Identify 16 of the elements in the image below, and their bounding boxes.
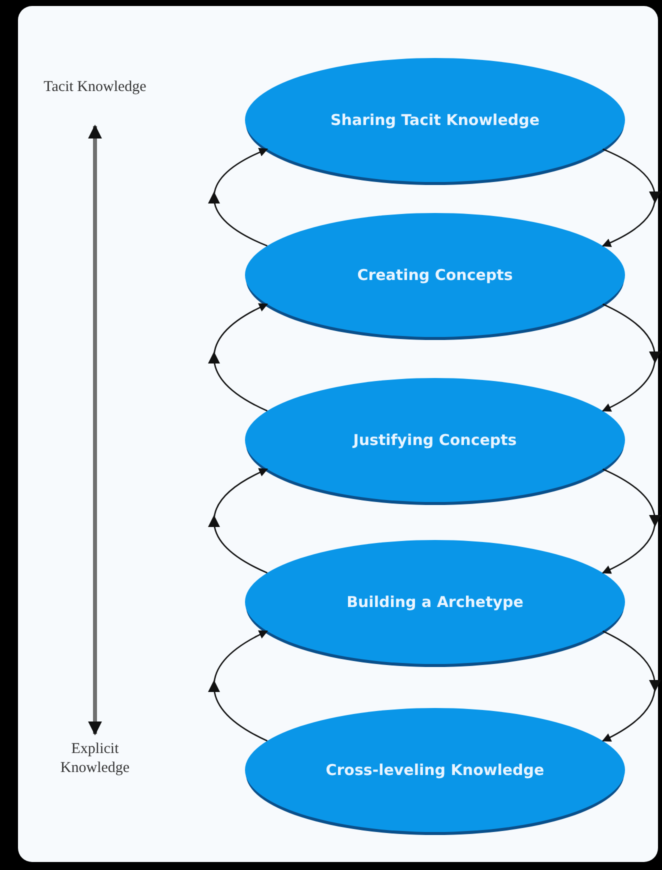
stage-label: Sharing Tacit Knowledge: [330, 111, 540, 129]
stage-label: Creating Concepts: [357, 266, 513, 284]
stage-label: Building a Archetype: [346, 593, 524, 611]
curved-arrow: [208, 468, 268, 574]
axis-label: Tacit Knowledge: [40, 78, 150, 120]
stage-label: Justifying Concepts: [353, 431, 517, 449]
curved-arrow: [602, 630, 661, 742]
curved-arrow: [208, 630, 268, 742]
curved-arrow: [208, 148, 268, 247]
double-arrow: [88, 124, 102, 736]
stage-label: Cross-leveling Knowledge: [326, 761, 544, 779]
curved-arrow: [602, 303, 661, 412]
curved-arrow: [602, 468, 661, 574]
curved-arrow: [602, 148, 661, 247]
curved-arrow: [208, 303, 268, 412]
axis-label: Explicit Knowledge: [40, 740, 150, 782]
